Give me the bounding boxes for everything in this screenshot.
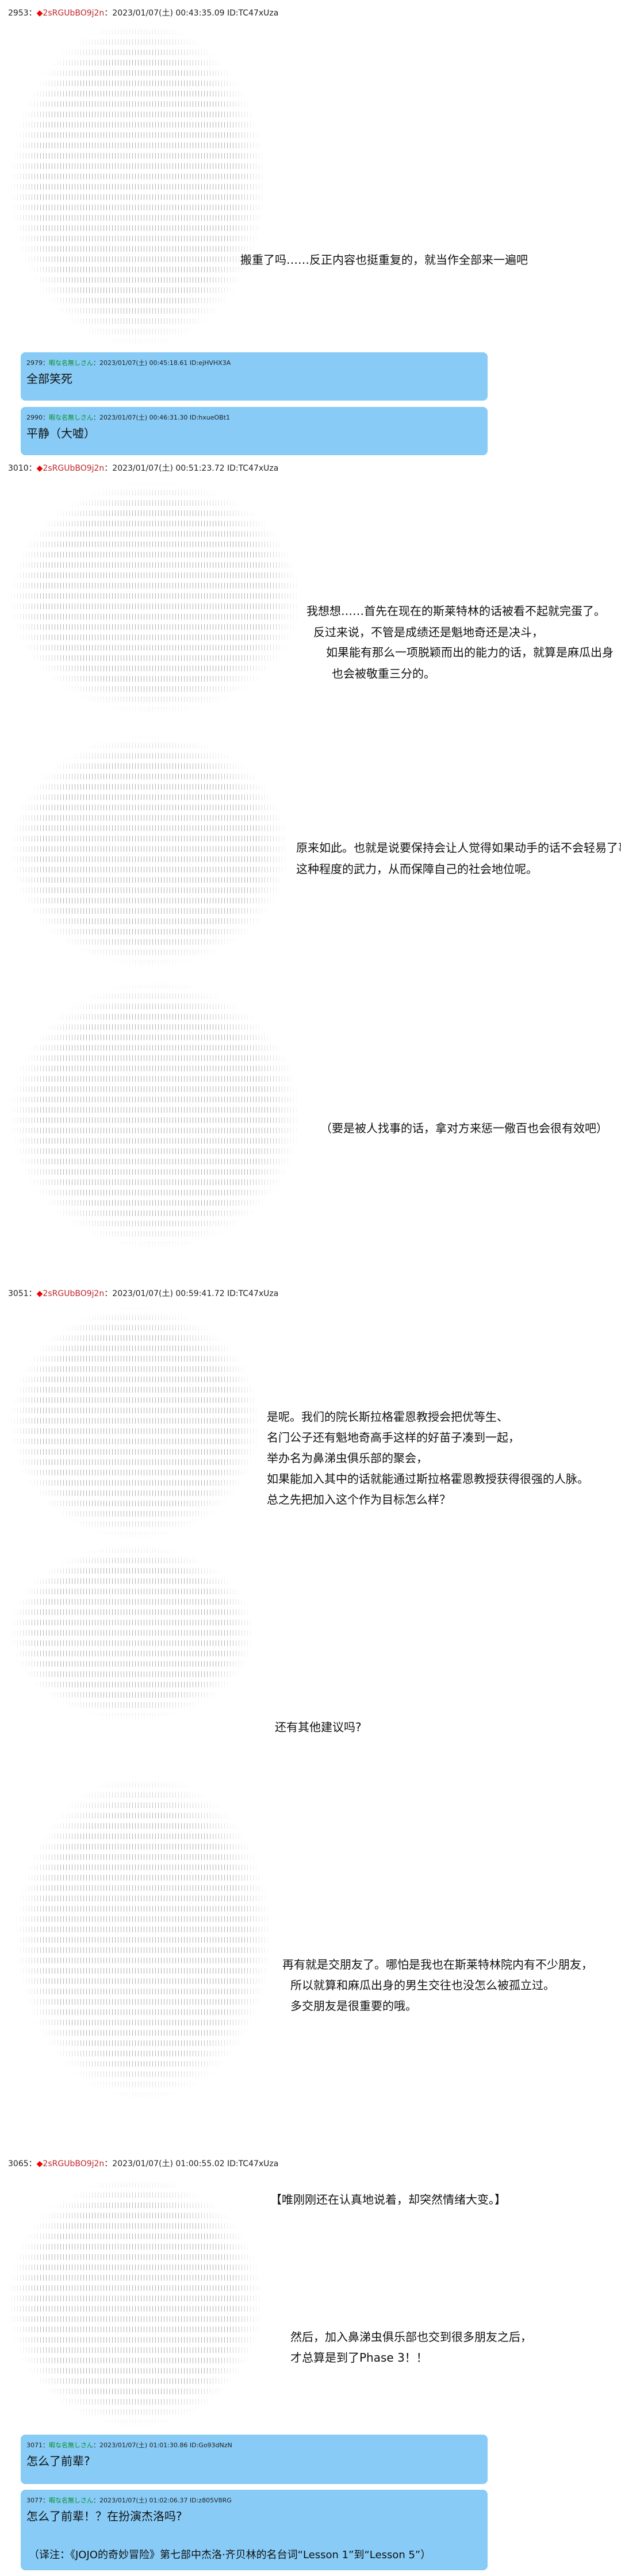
reply-box: 3071：暇な名無しさん：2023/01/07(土) 01:01:30.86 I… xyxy=(21,2435,488,2484)
dialogue-line: 是呢。我们的院长斯拉格霍恩教授会把优等生、 xyxy=(267,1410,508,1424)
tripcode[interactable]: 2sRGUbBO9j2n xyxy=(43,9,105,18)
reply-box: 2990：暇な名無しさん：2023/01/07(土) 00:46:31.30 I… xyxy=(21,407,488,455)
post-number: 3077： xyxy=(26,2497,49,2504)
post-header: 3065：◆2sRGUbBO9j2n：2023/01/07(土) 01:00:5… xyxy=(8,2158,278,2169)
dialogue-line: 如果能加入其中的话就能通过斯拉格霍恩教授获得很强的人脉。 xyxy=(267,1472,589,1486)
translator-note: （译注：《JOJO的奇妙冒险》第七部中杰洛·齐贝林的名台词“Lesson 1”到… xyxy=(29,2549,431,2561)
tripcode[interactable]: 2sRGUbBO9j2n xyxy=(43,464,105,473)
dialogue-line: 反过来说，不管是成绩还是魁地奇还是决斗， xyxy=(313,625,543,639)
dialogue-line: 原来如此。也就是说要保持会让人觉得如果动手的话不会轻易了事 xyxy=(296,841,621,855)
dialogue-line: 如果能有那么一项脱颖而出的能力的话，就算是麻瓜出身 xyxy=(326,645,614,659)
poster-name: 暇な名無しさん xyxy=(49,2497,93,2504)
post-number: 3071： xyxy=(26,2442,49,2449)
post-number: 2979： xyxy=(26,359,49,367)
ascii-art xyxy=(12,1546,253,1718)
reply-text: 平静（大嘘） xyxy=(26,426,95,440)
poster-name: 暇な名無しさん xyxy=(49,2442,93,2449)
dialogue-line: 举办名为鼻涕虫俱乐部的聚会， xyxy=(267,1451,428,1465)
diamond-icon: ◆ xyxy=(36,464,43,473)
ascii-art xyxy=(12,1308,259,1537)
dialogue-line: 还有其他建议吗? xyxy=(275,1720,362,1734)
post-meta: ：2023/01/07(土) 00:46:31.30 ID:hxueOBt1 xyxy=(93,414,231,421)
post-meta: ：2023/01/07(土) 00:59:41.72 ID:TC47xUza xyxy=(104,1289,279,1298)
post-meta: ：2023/01/07(土) 00:45:18.61 ID:ejHVHX3A xyxy=(93,359,231,367)
diamond-icon: ◆ xyxy=(36,1289,43,1298)
ascii-art xyxy=(12,736,288,966)
dialogue-line: 名门公子还有魁地奇高手这样的好苗子凑到一起， xyxy=(267,1431,520,1444)
dialogue-line: 【唯刚刚还在认真地说着，却突然情绪大变。】 xyxy=(270,2193,506,2206)
dialogue-line: （要是被人找事的话，拿对方来惩一儆百也会很有效吧） xyxy=(320,1121,608,1135)
post-meta: ：2023/01/07(土) 00:43:35.09 ID:TC47xUza xyxy=(104,9,279,18)
ascii-art xyxy=(17,1776,270,2098)
reply-box: 2979：暇な名無しさん：2023/01/07(土) 00:45:18.61 I… xyxy=(21,352,488,401)
dialogue-line: 搬重了吗……反正内容也挺重复的，就当作全部来一遍吧 xyxy=(240,253,528,267)
tripcode[interactable]: 2sRGUbBO9j2n xyxy=(43,1289,105,1298)
post-number: 3051： xyxy=(8,1289,37,1298)
poster-name: 暇な名無しさん xyxy=(49,359,93,367)
post-meta: ：2023/01/07(土) 01:02:06.37 ID:z805V8RG xyxy=(93,2497,232,2504)
post-number: 3065： xyxy=(8,2159,37,2169)
ascii-art xyxy=(12,983,299,1247)
dialogue-line: 总之先把加入这个作为目标怎么样？ xyxy=(267,1493,451,1506)
diamond-icon: ◆ xyxy=(36,2159,43,2169)
poster-name: 暇な名無しさん xyxy=(49,414,93,421)
post-meta: ：2023/01/07(土) 01:01:30.86 ID:Go93dNzN xyxy=(93,2442,232,2449)
dialogue-line: 我想想……首先在现在的斯莱特林的话被看不起就完蛋了。 xyxy=(306,604,605,618)
dialogue-line: 也会被敬重三分的。 xyxy=(332,667,435,680)
ascii-art xyxy=(9,2178,262,2425)
diamond-icon: ◆ xyxy=(36,9,43,18)
post-number: 2990： xyxy=(26,414,49,421)
post-number: 3010： xyxy=(8,464,37,473)
post-header: 2953：◆2sRGUbBO9j2n：2023/01/07(土) 00:43:3… xyxy=(8,7,278,18)
dialogue-line: 这种程度的武力，从而保障自己的社会地位呢。 xyxy=(296,862,538,876)
dialogue-line: 然后，加入鼻涕虫俱乐部也交到很多朋友之后， xyxy=(290,2330,532,2344)
reply-text: 怎么了前辈? xyxy=(26,2454,90,2468)
ascii-art xyxy=(12,483,299,713)
reply-text: 全部笑死 xyxy=(26,372,72,386)
tripcode[interactable]: 2sRGUbBO9j2n xyxy=(43,2159,105,2169)
dialogue-line: 才总算是到了Phase 3！！ xyxy=(290,2351,428,2364)
reply-text: 怎么了前辈！？在扮演杰洛吗? xyxy=(26,2509,182,2523)
dialogue-line: 多交朋友是很重要的哦。 xyxy=(290,1999,417,2013)
post-header: 3051：◆2sRGUbBO9j2n：2023/01/07(土) 00:59:4… xyxy=(8,1287,278,1299)
dialogue-line: 再有就是交朋友了。哪怕是我也在斯莱特林院内有不少朋友， xyxy=(282,1958,593,1971)
post-header: 3010：◆2sRGUbBO9j2n：2023/01/07(土) 00:51:2… xyxy=(8,462,278,474)
ascii-art xyxy=(12,23,264,345)
post-meta: ：2023/01/07(土) 01:00:55.02 ID:TC47xUza xyxy=(104,2159,279,2169)
post-meta: ：2023/01/07(土) 00:51:23.72 ID:TC47xUza xyxy=(104,464,279,473)
post-number: 2953： xyxy=(8,9,37,18)
reply-box: 3077：暇な名無しさん：2023/01/07(土) 01:02:06.37 I… xyxy=(21,2490,488,2570)
dialogue-line: 所以就算和麻瓜出身的男生交往也没怎么被孤立过。 xyxy=(290,1978,555,1992)
